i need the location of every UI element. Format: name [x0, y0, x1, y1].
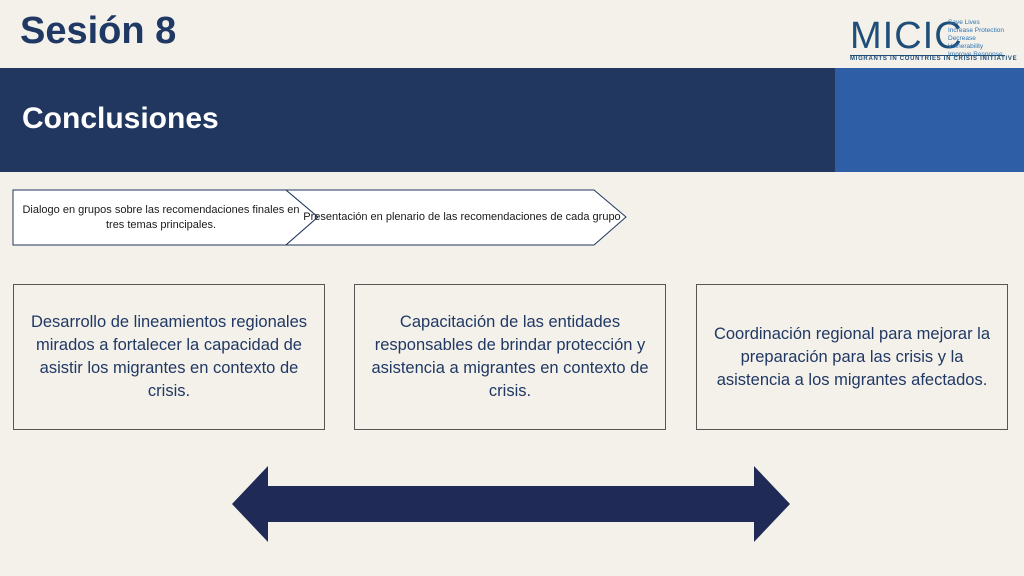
conclusion-text: Coordinación regional para mejorar la pr… — [713, 324, 991, 389]
process-step-2: Presentación en plenario de las recomend… — [303, 211, 621, 223]
process-step-shape-2 — [284, 189, 627, 246]
conclusion-box-1: Desarrollo de lineamientos regionales mi… — [13, 284, 325, 430]
arrow-shape — [232, 466, 790, 542]
logo-tagline: Increase Protection — [948, 27, 1005, 34]
conclusion-box-2: Capacitación de las entidades responsabl… — [354, 284, 666, 430]
logo-tagline: Improve Response — [948, 51, 1010, 59]
micic-logo: MICIC Save Lives Increase Protection Dec… — [850, 15, 1017, 64]
logo-divider — [850, 55, 1005, 56]
process-step-1: Dialogo en grupos sobre las recomendacio… — [22, 204, 300, 231]
double-headed-arrow-icon — [232, 466, 790, 542]
conclusion-text: Desarrollo de lineamientos regionales mi… — [30, 313, 308, 400]
logo-tagline: Decrease Vulnerability — [948, 35, 984, 50]
session-title: Sesión 8 — [20, 10, 177, 52]
conclusion-text: Capacitación de las entidades responsabl… — [371, 313, 649, 400]
title-banner: Conclusiones — [0, 68, 835, 172]
logo-wordmark: MICIC — [850, 15, 963, 57]
banner-title: Conclusiones — [22, 102, 219, 135]
logo-tagline: Save Lives — [948, 19, 980, 26]
banner-accent-block — [835, 68, 1024, 172]
logo-taglines: Save Lives Increase Protection Decrease … — [948, 19, 1010, 59]
logo-subtitle: MIGRANTS IN COUNTRIES IN CRISIS INITIATI… — [850, 56, 1018, 62]
conclusion-box-3: Coordinación regional para mejorar la pr… — [696, 284, 1008, 430]
